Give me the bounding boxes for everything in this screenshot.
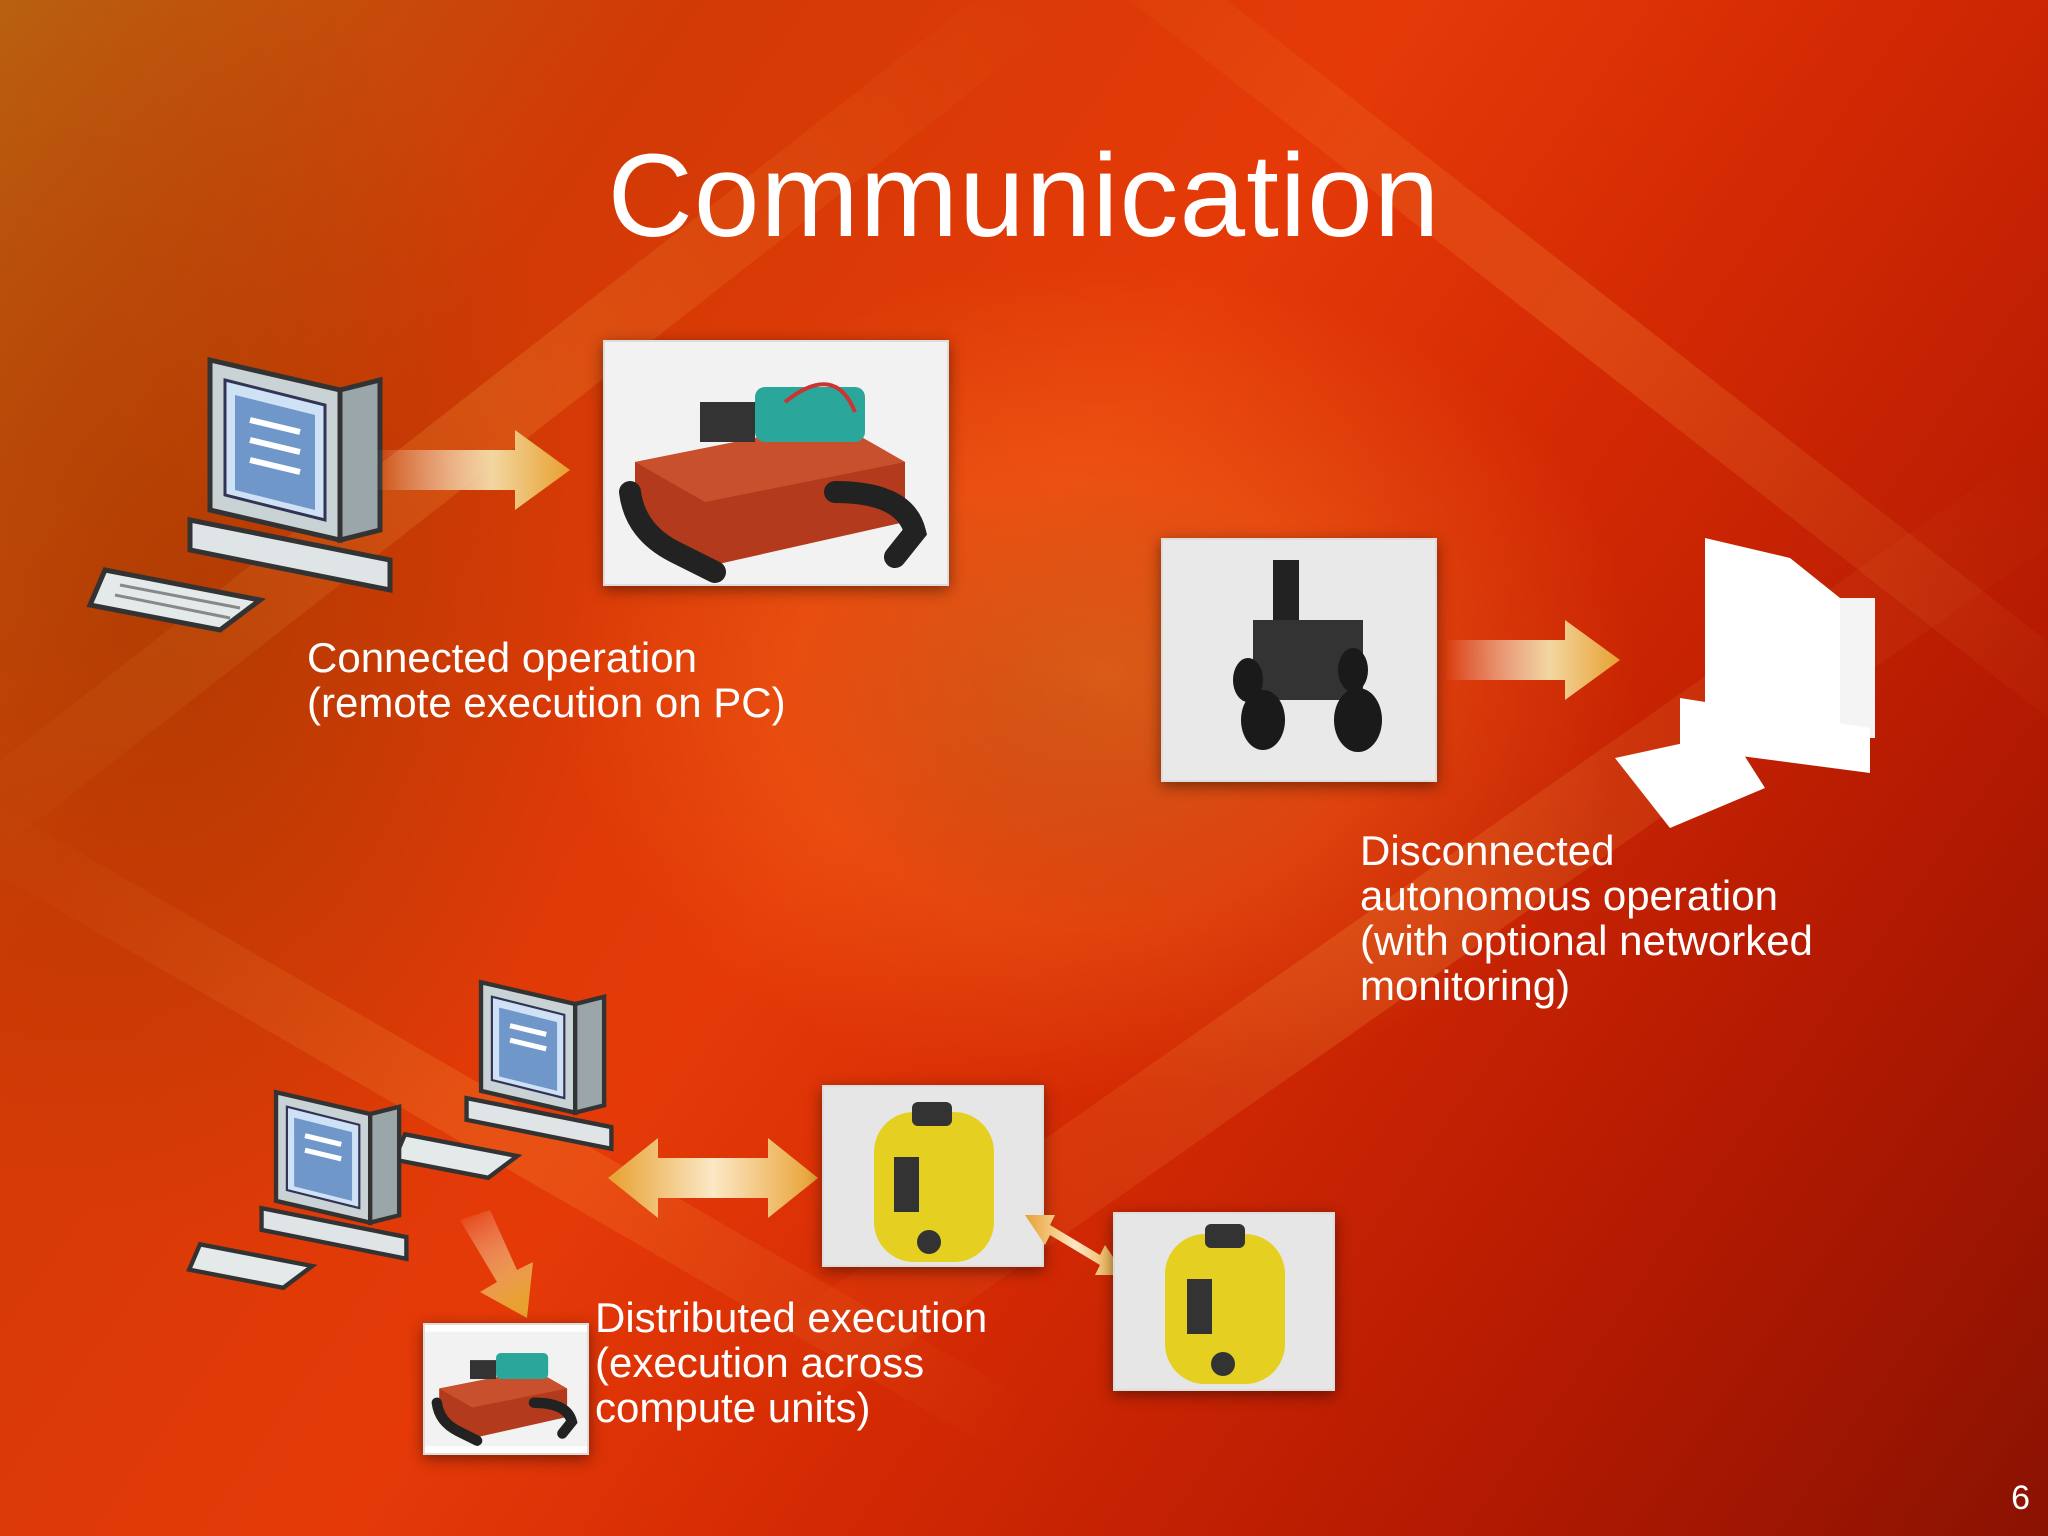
double-arrow-icon bbox=[608, 1138, 818, 1218]
caption-line: monitoring) bbox=[1360, 962, 1571, 1009]
double-arrow-icon bbox=[1025, 1215, 1125, 1275]
slide-title: Communication bbox=[607, 130, 1441, 262]
computer-icon bbox=[391, 979, 614, 1181]
tracked-robot-photo bbox=[603, 340, 949, 586]
arrow-down-icon bbox=[460, 1210, 533, 1318]
page-number: 6 bbox=[2011, 1479, 2030, 1517]
computer-icon bbox=[186, 1089, 409, 1291]
arrow-right-icon bbox=[1445, 620, 1620, 700]
disconnected-caption: Disconnected autonomous operation (with … bbox=[1360, 828, 1813, 1008]
computer-icon bbox=[86, 356, 393, 633]
caption-line: (with optional networked bbox=[1360, 917, 1813, 964]
caption-line: autonomous operation bbox=[1360, 872, 1778, 919]
tracked-robot-photo bbox=[423, 1323, 589, 1455]
caption-line: (execution across bbox=[595, 1339, 925, 1386]
connected-caption: Connected operation (remote execution on… bbox=[307, 635, 786, 725]
yellow-robot-photo bbox=[1113, 1212, 1335, 1391]
arrow-right-icon bbox=[375, 430, 570, 510]
computer-silhouette-icon bbox=[1615, 538, 1875, 828]
yellow-robot-photo bbox=[822, 1085, 1044, 1267]
caption-line: compute units) bbox=[595, 1384, 871, 1431]
wheeled-robot-photo bbox=[1161, 538, 1437, 782]
caption-line: Distributed execution bbox=[595, 1294, 988, 1341]
caption-line: (remote execution on PC) bbox=[307, 679, 786, 726]
caption-line: Disconnected bbox=[1360, 827, 1615, 874]
distributed-caption: Distributed execution (execution across … bbox=[595, 1295, 987, 1430]
caption-line: Connected operation bbox=[307, 634, 697, 681]
